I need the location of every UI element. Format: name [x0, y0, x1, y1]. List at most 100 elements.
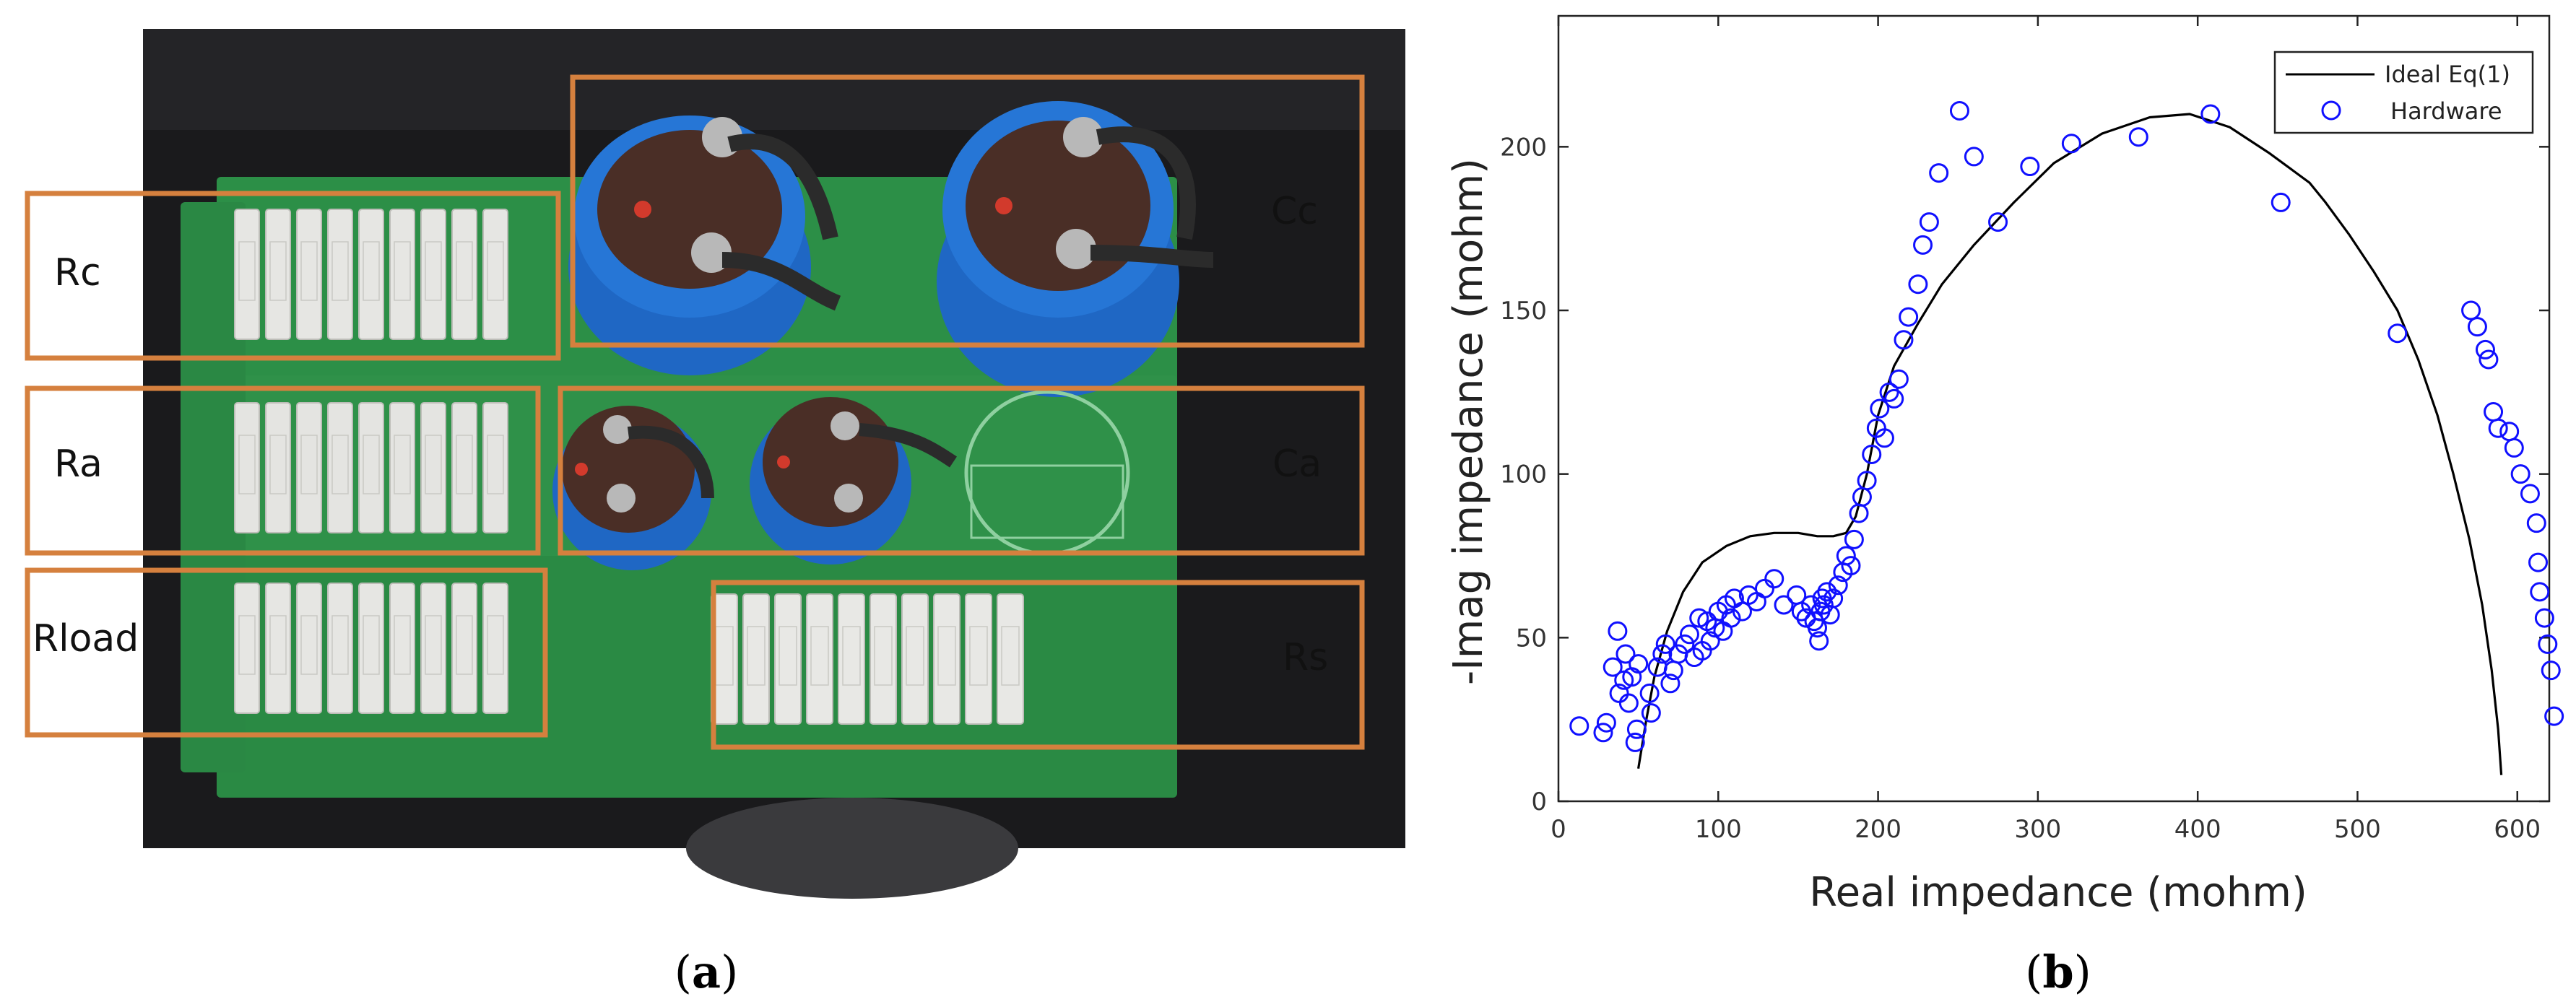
hardware-point: [2271, 192, 2291, 212]
resistor: [358, 583, 384, 714]
hardware-point: [2544, 706, 2564, 726]
resistor: [420, 583, 446, 714]
resistor-print: [874, 626, 893, 686]
hardware-point: [2200, 104, 2221, 124]
resistor-print: [363, 241, 380, 301]
resistor: [296, 583, 322, 714]
resistor-print: [969, 626, 988, 686]
resistor-print: [363, 615, 380, 675]
resistor: [265, 402, 291, 533]
hardware-point: [1857, 471, 1877, 491]
resistor: [451, 402, 477, 533]
hardware-point: [2541, 661, 2561, 681]
resistor: [451, 583, 477, 714]
hardware-point: [1593, 723, 1613, 743]
caption-a-letter: a: [692, 946, 721, 998]
label-box-rc: [25, 191, 561, 361]
legend-hardware-label: Hardware: [2390, 97, 2502, 125]
resistor: [234, 402, 260, 533]
hardware-point: [2128, 127, 2148, 147]
legend-hardware-swatch: [2321, 100, 2341, 121]
ideal-eq1-curve: [1637, 113, 2503, 775]
resistor-print: [269, 241, 287, 301]
cloth-shadow: [686, 798, 1018, 899]
resistor-bank-ra: [234, 402, 508, 533]
resistor-print: [906, 626, 924, 686]
resistor-print: [331, 241, 349, 301]
hardware-point: [1596, 712, 1616, 733]
hardware-point: [1894, 330, 1914, 350]
hardware-point: [1913, 235, 1933, 255]
resistor: [420, 402, 446, 533]
hardware-point: [1949, 100, 1969, 121]
resistor-print: [425, 241, 442, 301]
legend-ideal-label: Ideal Eq(1): [2385, 61, 2510, 88]
hardware-point: [1899, 307, 1919, 327]
hardware-point: [2479, 349, 2499, 370]
hardware-point: [2467, 317, 2487, 337]
hardware-point: [1874, 428, 1894, 448]
hardware-point: [1569, 716, 1590, 736]
x-tick-label: 600: [2494, 815, 2541, 844]
legend-box: [2273, 51, 2534, 134]
resistor-print: [487, 435, 504, 494]
hardware-point: [1908, 274, 1928, 295]
x-tick-label: 400: [2174, 815, 2221, 844]
resistor: [451, 209, 477, 340]
hardware-point: [1616, 644, 1636, 664]
hardware-point: [1817, 582, 1837, 602]
hardware-point: [1988, 212, 2008, 232]
hardware-point: [1919, 212, 1939, 232]
hardware-point: [1841, 556, 1861, 576]
hardware-point: [1608, 621, 1628, 641]
x-tick-label: 200: [1855, 815, 1901, 844]
x-axis-label: Real impedance (mohm): [1809, 869, 2307, 916]
capacitor-cc-right: [937, 101, 1214, 397]
resistor: [389, 402, 415, 533]
resistor: [482, 209, 508, 340]
hardware-point: [1862, 444, 1882, 464]
hardware-point: [1679, 624, 1699, 645]
y-tick-label: 150: [1500, 297, 1547, 326]
hardware-point: [2061, 134, 2081, 154]
y-tick-label: 50: [1516, 624, 1547, 653]
hardware-point: [2534, 608, 2554, 628]
hardware-point: [1641, 703, 1661, 723]
resistor-print: [300, 435, 318, 494]
caption-b: (b): [2025, 946, 2091, 998]
resistor-print: [425, 615, 442, 675]
legend: Ideal Eq(1) Hardware: [2273, 51, 2534, 134]
label-rs: Rs: [1283, 636, 1328, 679]
resistor-print: [269, 435, 287, 494]
hardware-point: [1870, 398, 1890, 419]
resistor-print: [779, 626, 797, 686]
y-axis-label: -Imag impedance (mohm): [1445, 158, 1492, 685]
hardware-point: [1668, 644, 1688, 664]
hardware-point: [2461, 300, 2481, 321]
hardware-point: [1764, 569, 1784, 589]
plot-border: [1557, 14, 2551, 803]
resistor: [420, 209, 446, 340]
resistor: [234, 583, 260, 714]
capacitor-ca-right: [750, 397, 957, 564]
hardware-point: [1675, 634, 1695, 654]
hardware-point: [2528, 552, 2549, 572]
resistor-bank-rc: [234, 209, 508, 340]
hardware-point: [1809, 631, 1829, 651]
resistor-print: [456, 241, 473, 301]
label-box-ra: [25, 385, 541, 556]
resistor-print: [487, 615, 504, 675]
hardware-point: [1700, 631, 1720, 651]
resistor: [482, 583, 508, 714]
resistor-print: [456, 615, 473, 675]
label-box-rload: [25, 567, 548, 738]
hardware-point: [2484, 402, 2504, 422]
resistor-print: [1001, 626, 1020, 686]
plot-frame: [1557, 14, 2551, 803]
resistor-print: [394, 615, 411, 675]
hardware-point: [2488, 418, 2508, 438]
pcb-board-left-strip: [181, 202, 246, 772]
hardware-point: [1828, 575, 1848, 596]
